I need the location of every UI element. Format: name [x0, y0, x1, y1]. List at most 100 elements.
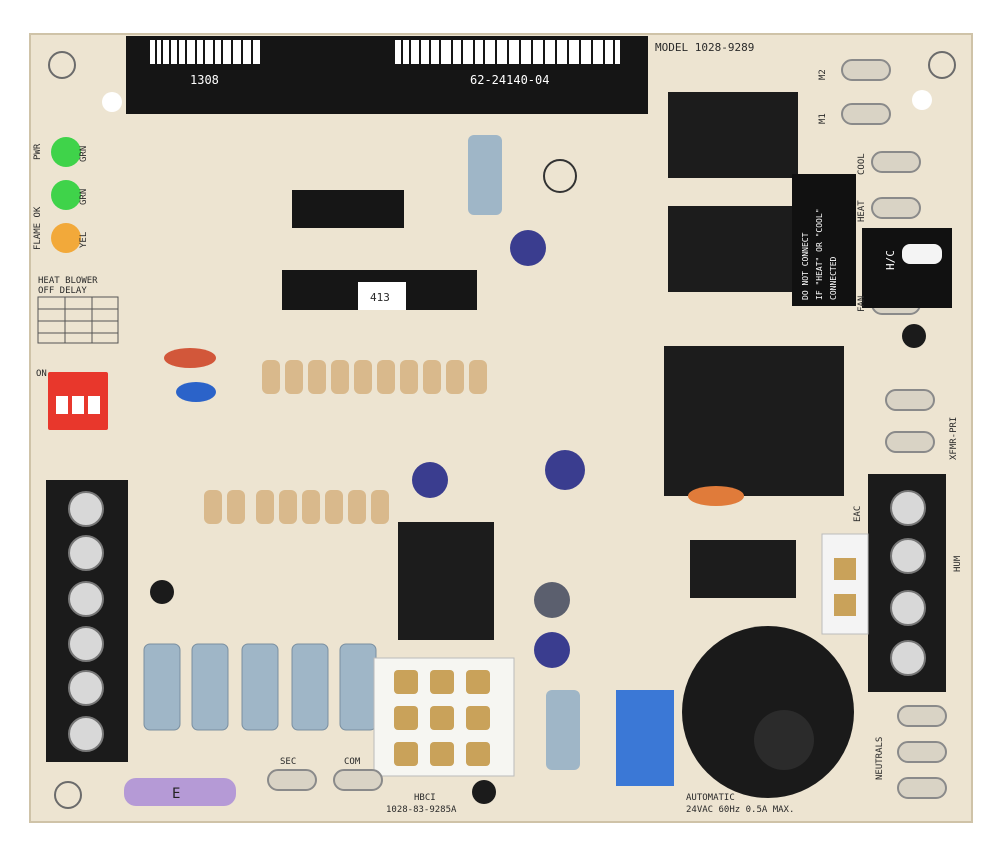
right-terminal-block: EAC HUM	[853, 474, 963, 692]
resistor-blue-top	[468, 135, 502, 215]
eac-screw[interactable]	[890, 490, 926, 526]
terminal-m2[interactable]	[841, 59, 891, 81]
terminal-neutral-2[interactable]	[897, 741, 947, 763]
dip-switch-3[interactable]	[88, 396, 100, 414]
dip-switch-2[interactable]	[72, 396, 84, 414]
capacitor-1	[510, 230, 546, 266]
part-label-top: HBCI	[414, 793, 436, 803]
led-yellow	[51, 223, 81, 253]
capacitor-4	[534, 582, 570, 618]
ceramic-capacitor-blue	[176, 382, 216, 402]
heat-blower-table: HEAT BLOWER OFF DELAY	[37, 276, 119, 344]
hc-label-plate	[862, 228, 952, 308]
terminal-screw-5[interactable]	[68, 670, 104, 706]
relay-eac	[690, 540, 796, 598]
terminal-xfmr-pri-1[interactable]	[885, 389, 935, 411]
white-standoff-right	[912, 90, 932, 110]
terminal-screw-6[interactable]	[68, 716, 104, 752]
m2-label: M2	[818, 69, 828, 80]
terminal-xfmr-pri-2[interactable]	[885, 431, 935, 453]
nine-pin-connector[interactable]	[373, 657, 515, 777]
buzzer-line2: 24VAC 60Hz 0.5A MAX.	[686, 805, 794, 815]
led-top-color-label: GRN	[79, 146, 89, 162]
barcode-left-text: 1308	[190, 73, 219, 87]
sec-label: SEC	[280, 757, 296, 767]
terminal-cool[interactable]	[871, 151, 921, 173]
delay-table-grid	[37, 296, 119, 344]
capacitor-blue-axial	[546, 690, 580, 770]
model-number: MODEL 1028-9289	[655, 41, 754, 54]
relay-notice-line2: IF "HEAT" OR "COOL"	[815, 208, 824, 300]
two-pin-1	[834, 558, 856, 580]
chip-sticker-text: 413	[370, 291, 390, 304]
two-pin-connector[interactable]	[821, 533, 869, 635]
buzzer-aperture	[754, 710, 814, 770]
led-bottom-color-label: YEL	[79, 232, 89, 248]
barcode-right-text: 62-24140-04	[470, 73, 549, 87]
neutrals-label: NEUTRALS	[875, 737, 885, 780]
terminal-screw-1[interactable]	[68, 491, 104, 527]
relay-warning-label: DO NOT CONNECT IF "HEAT" OR "COOL" CONNE…	[792, 174, 856, 306]
ceramic-capacitor-orange	[164, 348, 216, 368]
fan-label: FAN	[857, 296, 867, 312]
power-resistors	[143, 643, 377, 731]
two-pin-2	[834, 594, 856, 616]
heat-blower-title: HEAT BLOWER	[38, 276, 98, 286]
black-capacitor-right	[902, 324, 926, 348]
white-standoff-left	[102, 92, 122, 112]
mounting-holes	[48, 51, 956, 809]
blue-capacitor	[616, 690, 674, 786]
status-leds: PWR FLAME OK GRN GRN YEL	[33, 137, 89, 253]
pwr-label: PWR	[33, 143, 43, 160]
certification-mark	[543, 159, 577, 193]
resistor-row	[204, 360, 487, 524]
terminal-neutral-1[interactable]	[897, 705, 947, 727]
ic-upper	[292, 190, 404, 228]
heat-label: HEAT	[857, 200, 867, 222]
ceramic-capacitor-right	[688, 486, 744, 506]
cool-label: COOL	[857, 153, 867, 175]
terminal-m1[interactable]	[841, 103, 891, 125]
mount-hole-top-left	[48, 51, 76, 79]
chip-sticker	[358, 282, 406, 310]
terminal-screw-4-right[interactable]	[890, 640, 926, 676]
hum-label: HUM	[953, 555, 963, 572]
hc-label: H/C	[884, 250, 897, 270]
terminal-sec[interactable]	[267, 769, 317, 791]
dip-on-label: ON	[36, 369, 47, 379]
relay-cool	[668, 92, 798, 178]
buzzer-line1: AUTOMATIC	[686, 793, 735, 803]
black-capacitor-bottom	[472, 780, 496, 804]
capacitor-2	[412, 462, 448, 498]
hc-jumper[interactable]	[902, 244, 942, 264]
eac-label: EAC	[853, 506, 863, 522]
terminal-screw-3[interactable]	[68, 581, 104, 617]
terminal-screw-3-right[interactable]	[890, 590, 926, 626]
led-pwr	[51, 137, 81, 167]
terminal-housing	[46, 480, 128, 762]
com-label: COM	[344, 757, 361, 767]
left-terminal-block	[46, 480, 128, 762]
fuse[interactable]	[124, 778, 236, 806]
heat-blower-subtitle: OFF DELAY	[38, 286, 87, 296]
relay-notice-line1: DO NOT CONNECT	[801, 232, 810, 300]
black-capacitor-left	[150, 580, 174, 604]
relay-small	[398, 522, 494, 640]
hum-screw[interactable]	[890, 538, 926, 574]
m1-label: M1	[818, 113, 828, 124]
barcode-strip: 1308 62-24140-04	[126, 36, 648, 114]
terminal-heat[interactable]	[871, 197, 921, 219]
xfmr-pri-label: XFMR-PRI	[949, 417, 959, 460]
part-label-bottom: 1028-83-9285A	[386, 805, 457, 815]
dip-switch-1[interactable]	[56, 396, 68, 414]
terminal-com[interactable]	[333, 769, 383, 791]
led-mid-color-label: GRN	[79, 189, 89, 205]
terminal-screw-4[interactable]	[68, 626, 104, 662]
relay-notice-line3: CONNECTED	[829, 256, 838, 300]
terminal-screw-2[interactable]	[68, 535, 104, 571]
capacitor-5	[534, 632, 570, 668]
terminal-neutral-3[interactable]	[897, 777, 947, 799]
flame-ok-label: FLAME OK	[33, 206, 43, 250]
relay-main	[664, 346, 844, 496]
